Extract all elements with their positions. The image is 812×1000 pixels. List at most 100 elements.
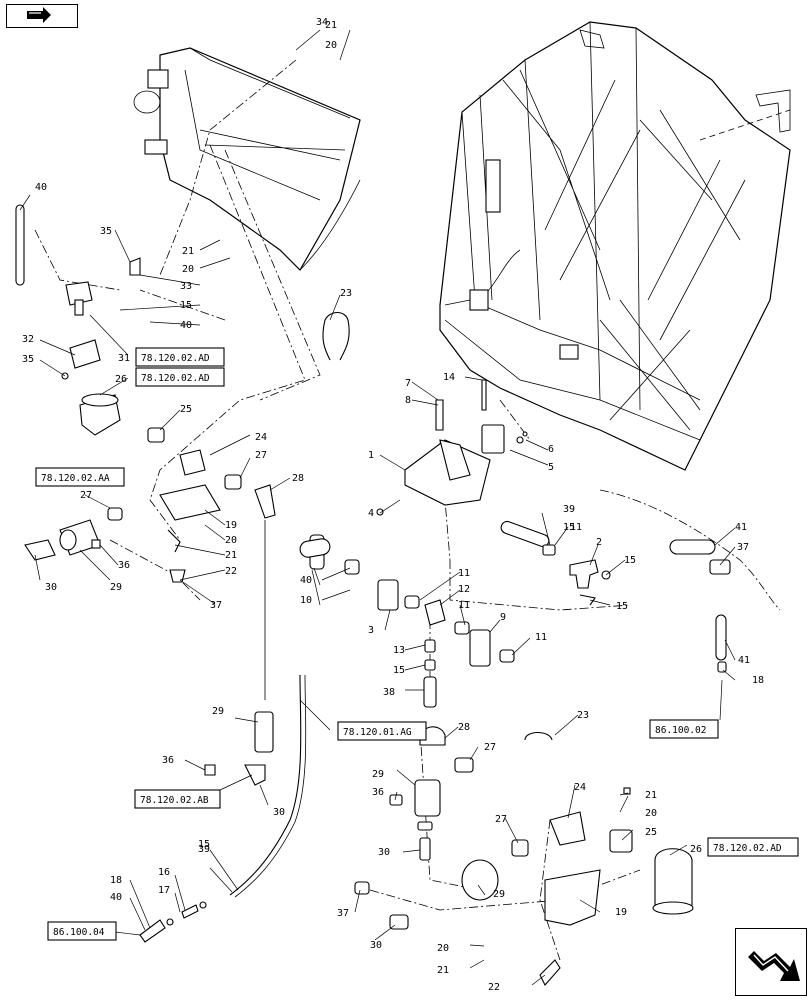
callout: 7 [405,378,411,389]
ref-box[interactable]: 78.120.02.AD [707,837,799,857]
callout: 8 [405,395,411,406]
boom-frame [439,21,791,471]
callout: 1 [368,450,374,461]
ref-box[interactable]: 78.120.01.AG [337,721,427,741]
forward-arrow-glyph [748,951,800,981]
callout: 25 [180,404,192,415]
callout: 11 [535,632,547,643]
callout: 40 [35,182,47,193]
callout: 25 [645,827,657,838]
callout: 31 [118,353,130,364]
callout: 27 [255,450,267,461]
callout: 22 [488,982,500,993]
ref-box-label: 86.100.02 [655,725,706,736]
ref-box[interactable]: 78.120.02.AD [135,347,225,367]
callout: 29 [372,769,384,780]
callout: 36 [372,787,384,798]
callout: 20 [645,808,657,819]
callout: 30 [273,807,285,818]
callout: 26 [690,844,702,855]
callout: 6 [548,444,554,455]
ref-box-label: 78.120.02.AD [141,353,210,364]
center-assembly [354,379,731,986]
callout: 29 [212,706,224,717]
back-arrow-icon[interactable] [6,4,78,28]
ref-box[interactable]: 78.120.02.AB [134,789,221,809]
back-arrow-glyph [27,7,51,23]
callout: 35 [100,226,112,237]
callout: 26 [115,374,127,385]
callout: 38 [383,687,395,698]
callout: 35 [22,354,34,365]
forward-arrow-icon[interactable] [735,928,807,996]
callout: 18 [752,675,764,686]
callout: 30 [378,847,390,858]
callout: 21 [437,965,449,976]
ref-box[interactable]: 86.100.04 [47,921,117,941]
callout: 23 [340,288,352,299]
callout: 19 [615,907,627,918]
callout: 41 [738,655,750,666]
left-assembly [15,204,360,943]
callout: 11 [570,522,582,533]
callout: 37 [737,542,749,553]
callout: 23 [577,710,589,721]
callout: 33 [180,281,192,292]
callout: 15 [624,555,636,566]
callout: 17 [158,885,170,896]
callout: 34 [316,17,328,28]
upper-left-mount [133,47,361,271]
callout: 27 [80,490,92,501]
callout: 24 [255,432,267,443]
ref-box[interactable]: 78.120.02.AD [135,367,225,387]
callout: 2 [596,537,602,548]
callout: 28 [292,473,304,484]
ref-box[interactable]: 78.120.02.AA [35,467,125,487]
callout: 37 [210,600,222,611]
callout: 16 [158,867,170,878]
callout: 41 [735,522,747,533]
callout: 15 [393,665,405,676]
callout: 36 [162,755,174,766]
callout: 20 [182,264,194,275]
callout: 40 [110,892,122,903]
callout-labels: 1 2 3 4 5 6 7 8 9 10 11 11 11 11 12 13 1… [22,17,764,993]
callout: 27 [495,814,507,825]
callout: 29 [110,582,122,593]
callout: 5 [548,462,554,473]
callout: 15 [616,601,628,612]
callout: 30 [370,940,382,951]
callout: 3 [368,625,374,636]
callout: 18 [110,875,122,886]
leader-lines [19,29,736,986]
callout: 27 [484,742,496,753]
ref-box-label: 78.120.02.AD [713,843,782,854]
callout: 24 [574,782,586,793]
callout: 21 [182,246,194,257]
callout: 4 [368,508,374,519]
ref-box-label: 78.120.02.AA [41,473,110,484]
callout: 32 [22,334,34,345]
callout: 19 [225,520,237,531]
callout: 10 [300,595,312,606]
callout: 15 [198,839,210,850]
callout: 21 [325,20,337,31]
callout: 36 [118,560,130,571]
ref-box-label: 78.120.02.AB [140,795,209,806]
callout: 29 [493,889,505,900]
routing-lines [34,59,781,961]
ref-box-label: 78.120.01.AG [343,727,412,738]
callout: 11 [458,568,470,579]
callout: 20 [225,535,237,546]
callout: 21 [225,550,237,561]
callout: 13 [393,645,405,656]
ref-box[interactable]: 86.100.02 [649,719,719,739]
callout: 15 [180,300,192,311]
callout: 9 [500,612,506,623]
callout: 40 [300,575,312,586]
callout: 37 [337,908,349,919]
callout: 21 [645,790,657,801]
callout: 39 [198,844,210,855]
callout: 20 [437,943,449,954]
